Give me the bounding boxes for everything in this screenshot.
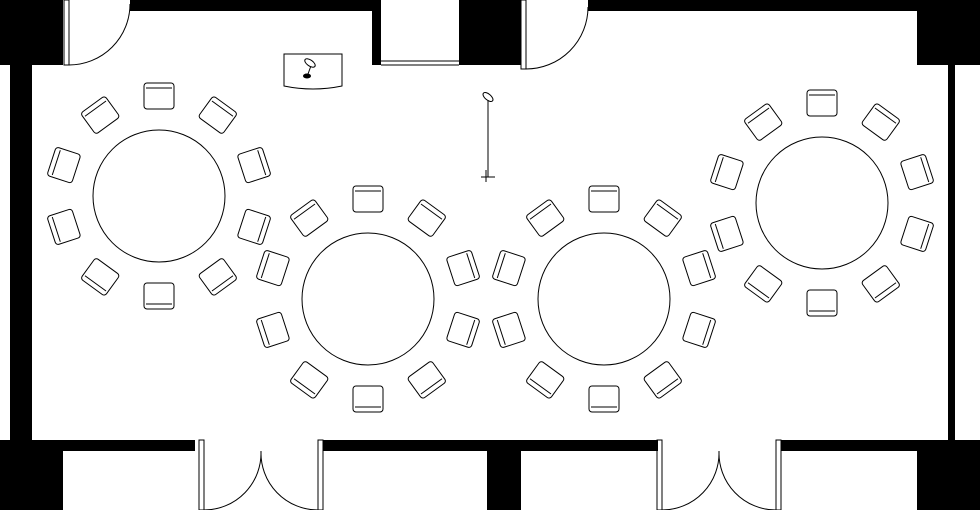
chair	[143, 82, 175, 110]
round-table	[301, 232, 435, 366]
chair	[256, 250, 290, 287]
chair	[81, 258, 120, 296]
double-door-bottom-left[interactable]	[198, 439, 324, 510]
chair	[682, 311, 716, 348]
chair	[237, 147, 271, 184]
chair	[492, 250, 526, 287]
top-wall-segment-right	[588, 0, 917, 11]
standing-microphone-icon	[481, 92, 495, 182]
chair	[526, 199, 565, 237]
chair	[682, 250, 716, 287]
chair	[900, 215, 934, 252]
chair	[861, 265, 900, 303]
chair	[352, 185, 384, 213]
door-top-left[interactable]	[63, 0, 131, 66]
chair	[643, 361, 682, 399]
chair	[526, 361, 565, 399]
round-table	[537, 232, 671, 366]
chair	[352, 385, 384, 413]
door-top-right[interactable]	[520, 0, 589, 70]
chair	[588, 385, 620, 413]
chair	[643, 199, 682, 237]
tables	[47, 82, 934, 413]
column-bottom-mid	[487, 440, 521, 510]
table-2	[256, 185, 480, 413]
chair	[407, 361, 446, 399]
column-top-mid-right	[459, 0, 521, 65]
chair	[710, 154, 744, 191]
lectern-microphone-icon	[283, 53, 343, 90]
chair	[446, 311, 480, 348]
table-3	[492, 185, 716, 413]
chair	[861, 103, 900, 141]
column-top-mid-left	[372, 0, 381, 65]
round-table	[755, 136, 889, 270]
top-wall-segment	[130, 0, 372, 11]
chair	[744, 103, 783, 141]
chair	[290, 361, 329, 399]
chair	[290, 199, 329, 237]
chair	[47, 208, 81, 245]
chair	[446, 250, 480, 287]
chair	[900, 154, 934, 191]
chair	[81, 96, 120, 134]
round-table	[92, 129, 226, 263]
bottom-wall-segment-1	[63, 440, 195, 451]
chair	[588, 185, 620, 213]
chair	[407, 199, 446, 237]
table-1	[47, 82, 271, 310]
left-wall	[10, 65, 32, 440]
chair	[198, 96, 237, 134]
chair	[237, 208, 271, 245]
chair	[806, 89, 838, 117]
chair	[198, 258, 237, 296]
chair	[744, 265, 783, 303]
bottom-wall-segment-3	[781, 440, 917, 451]
bottom-wall-left	[0, 440, 63, 510]
bottom-wall-right	[917, 440, 980, 510]
right-wall	[948, 65, 955, 440]
top-wall-right	[917, 0, 980, 65]
table-4	[710, 89, 934, 317]
chair	[143, 282, 175, 310]
chair	[492, 311, 526, 348]
service-opening[interactable]	[381, 60, 459, 66]
double-door-bottom-right[interactable]	[656, 439, 782, 510]
top-wall-left	[0, 0, 63, 65]
chair	[47, 147, 81, 184]
chair	[256, 311, 290, 348]
chair	[710, 215, 744, 252]
chair	[806, 289, 838, 317]
